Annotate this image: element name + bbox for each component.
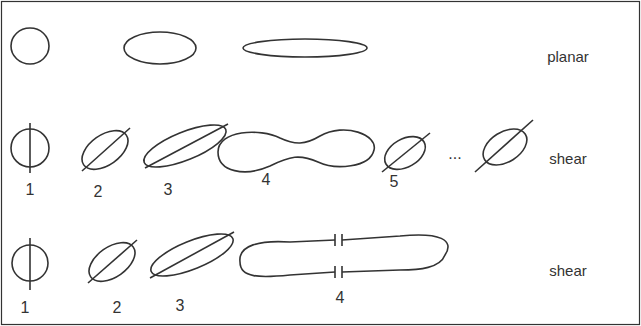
callout-number: 2 — [94, 184, 103, 200]
callout-number: 4 — [336, 290, 345, 306]
callout-number: 1 — [21, 300, 30, 316]
row-label: shear — [549, 263, 587, 278]
callout-number: 1 — [26, 182, 35, 198]
row-label: planar — [547, 49, 589, 64]
callout-number: 2 — [113, 300, 122, 316]
ellipsis-mark: ... — [448, 146, 461, 162]
callout-number: 3 — [164, 182, 173, 198]
callout-number: 5 — [390, 174, 399, 190]
callout-number: 3 — [176, 298, 185, 314]
callout-number: 4 — [262, 172, 271, 188]
row-label: shear — [549, 151, 587, 166]
